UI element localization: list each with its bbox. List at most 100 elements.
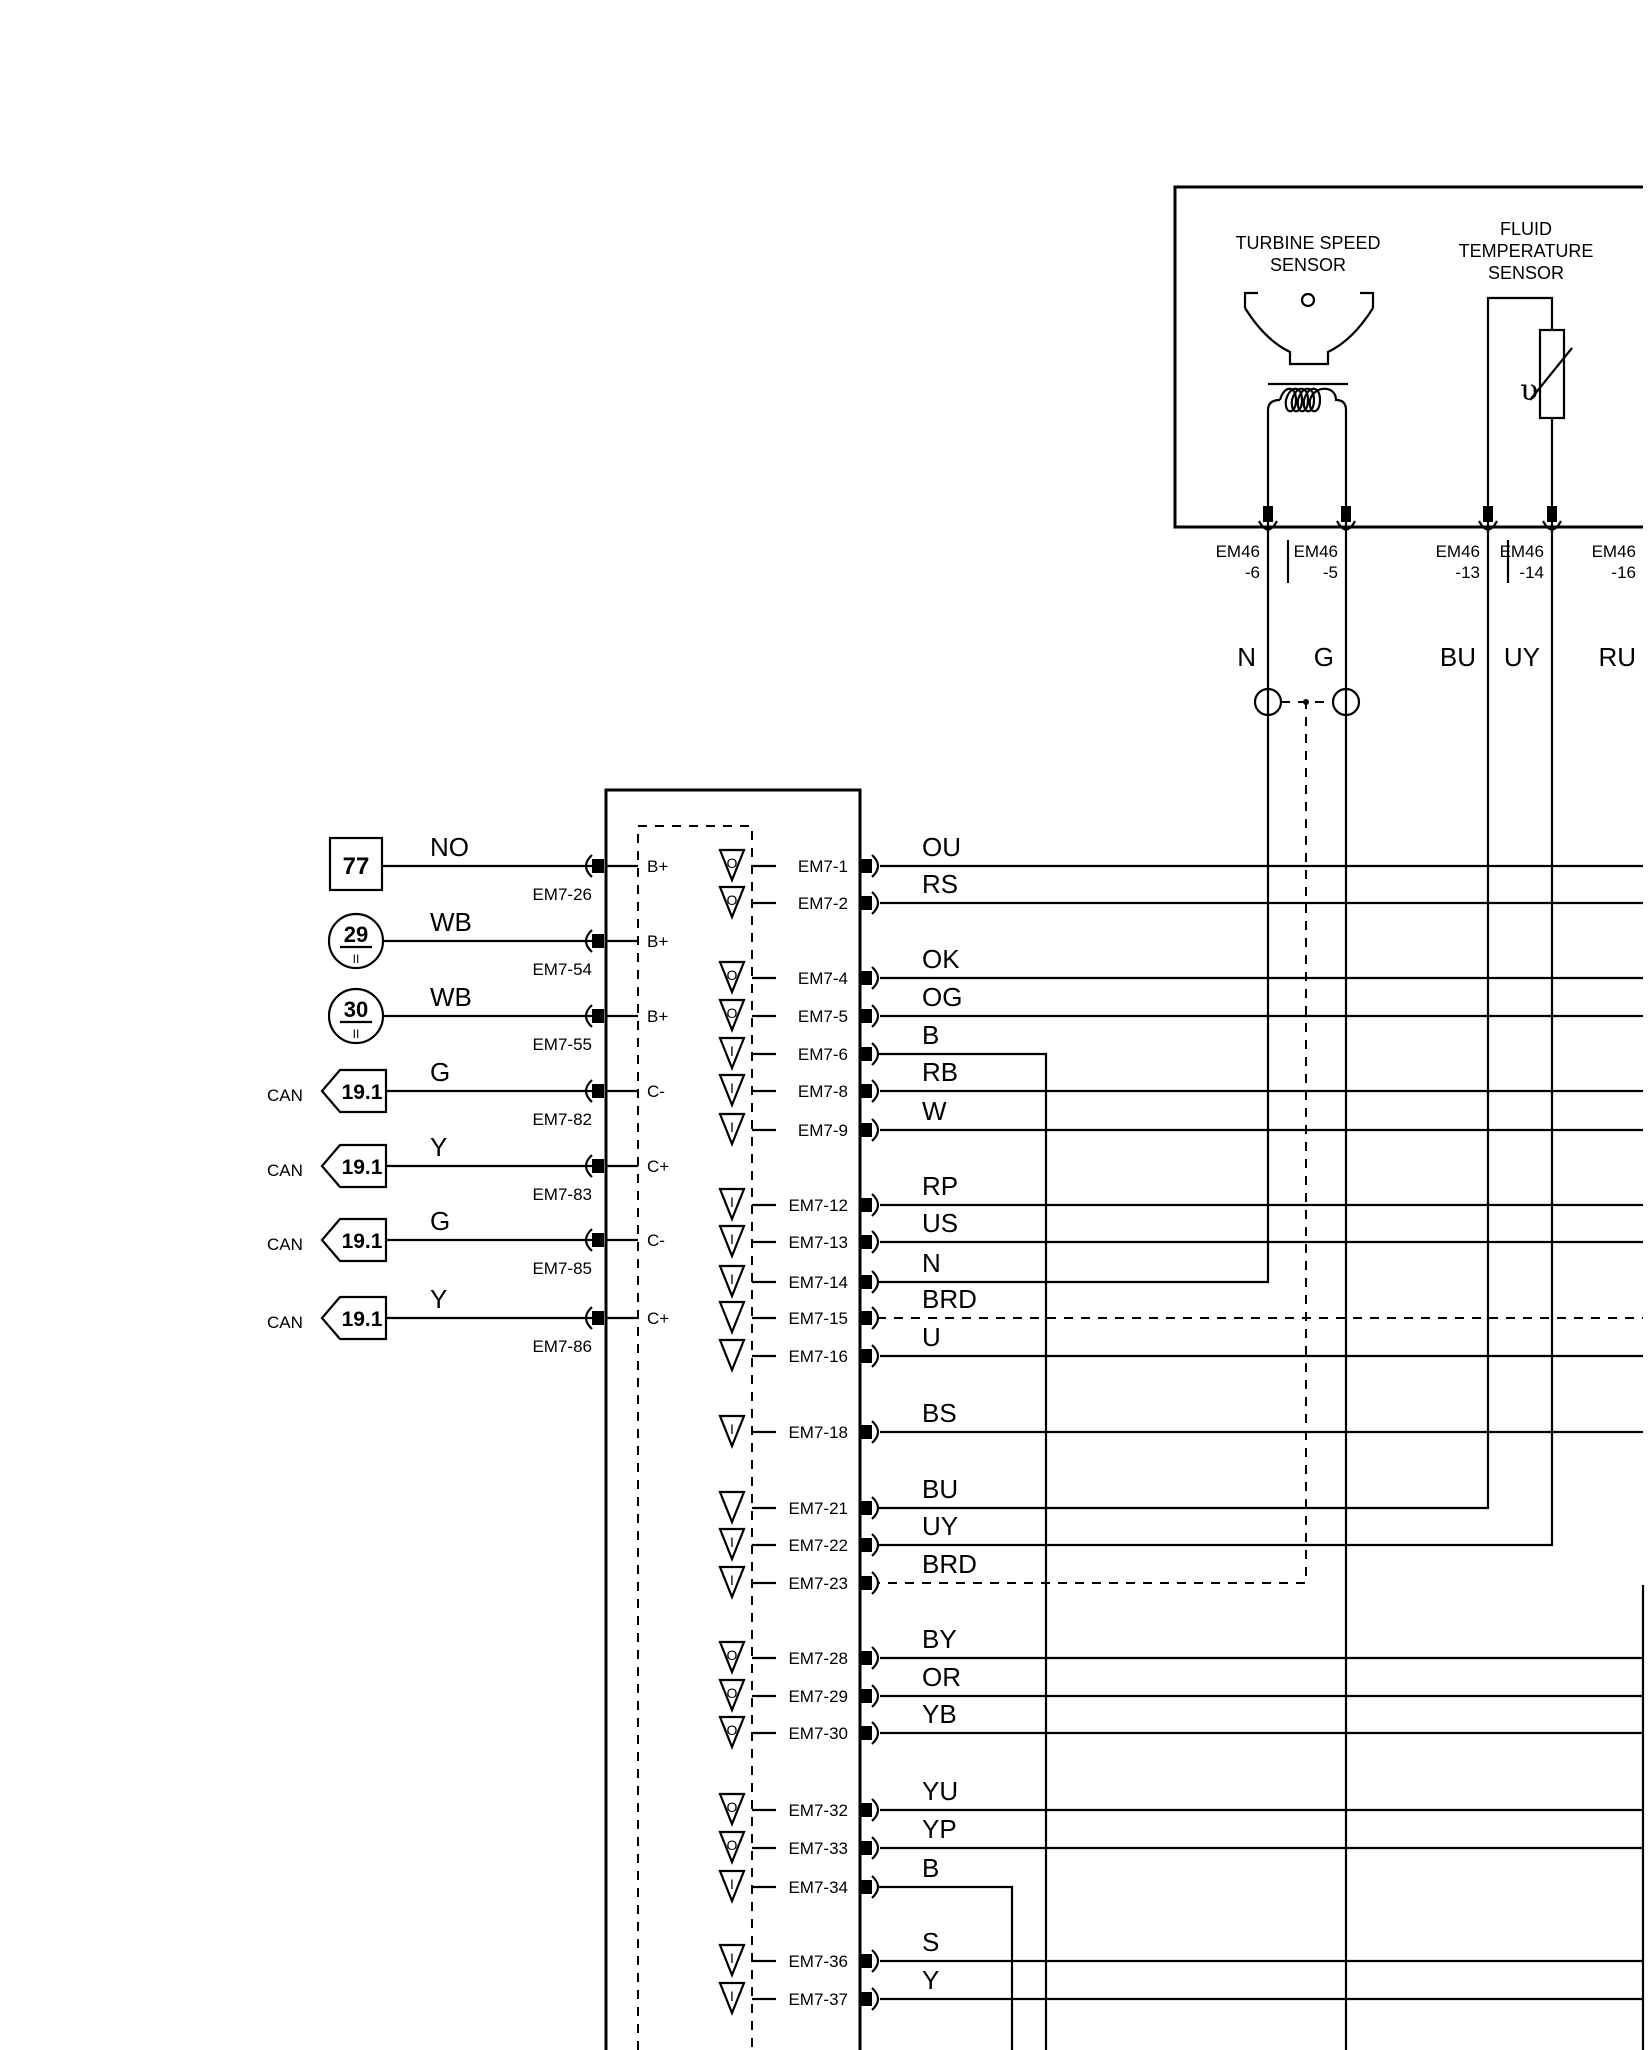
ref-number: 77 xyxy=(343,853,370,880)
right-pin-label: EM7-23 xyxy=(788,1574,848,1593)
pin-type-triangle-icon xyxy=(718,1187,746,1222)
pin-io-mark: O xyxy=(727,1722,738,1738)
left-pin-socket xyxy=(584,1154,593,1178)
pin-type-triangle-icon xyxy=(718,1715,746,1750)
wire-n-run xyxy=(877,518,1270,1284)
right-pin-label: EM7-5 xyxy=(798,1007,848,1026)
right-pin-label: EM7-8 xyxy=(798,1082,848,1101)
em46-wire-color: N xyxy=(1237,642,1256,672)
em46-label-bottom: -13 xyxy=(1455,563,1480,582)
right-pin-block xyxy=(860,1726,872,1740)
left-pin-block xyxy=(592,859,604,873)
left-pin-label: EM7-86 xyxy=(532,1337,592,1356)
pin-type-triangle-icon xyxy=(718,1338,746,1373)
left-input-group: 77NOEM7-26B+29IIWBEM7-54B+30IIWBEM7-55B+… xyxy=(267,832,669,1356)
pin-type-triangle-icon xyxy=(718,1869,746,1904)
right-pin-label: EM7-28 xyxy=(788,1649,848,1668)
wire-b-return-1 xyxy=(877,1052,1048,2050)
left-pin-label: EM7-83 xyxy=(532,1185,592,1204)
right-wire-color: OK xyxy=(922,944,960,974)
wire-bu-run xyxy=(877,518,1490,1510)
pin-type-triangle-icon xyxy=(718,1830,746,1865)
pin-type-triangle-icon xyxy=(718,1678,746,1713)
ref-number: 19.1 xyxy=(342,1081,383,1104)
right-pin-label: EM7-9 xyxy=(798,1121,848,1140)
screen-wire-run xyxy=(877,700,1307,1584)
em46-label-bottom: -6 xyxy=(1245,563,1260,582)
right-pin-socket xyxy=(871,1079,880,1103)
left-pin-label: EM7-85 xyxy=(532,1259,592,1278)
ref-arrow xyxy=(320,1143,388,1189)
fluid-title-line-1: FLUID xyxy=(1500,219,1552,239)
right-pin-block xyxy=(860,1235,872,1249)
left-pin-symbol: C- xyxy=(647,1231,665,1250)
left-pin-symbol: B+ xyxy=(647,857,668,876)
right-pin-block xyxy=(860,1275,872,1289)
left-pin-block xyxy=(592,1311,604,1325)
right-pin-label: EM7-37 xyxy=(788,1990,848,2009)
left-pin-symbol: C+ xyxy=(647,1309,669,1328)
em46-pin-block xyxy=(1341,506,1351,522)
em46-wire-color: RU xyxy=(1598,642,1636,672)
em46-label-top: EM46 xyxy=(1500,542,1544,561)
em46-label-top: EM46 xyxy=(1436,542,1480,561)
right-wire-color: OR xyxy=(922,1662,961,1692)
em46-pin-block xyxy=(1547,506,1557,522)
right-wire-color: YP xyxy=(922,1814,957,1844)
pin-io-mark: O xyxy=(727,1647,738,1663)
pin-type-triangle-icon xyxy=(718,1073,746,1108)
ref-sub: II xyxy=(353,1027,360,1041)
ref-number: 29 xyxy=(344,922,368,947)
right-pin-socket xyxy=(871,1798,880,1822)
right-pin-block xyxy=(860,1803,872,1817)
em46-wire-color: G xyxy=(1314,642,1334,672)
right-pin-socket xyxy=(871,891,880,915)
ref-arrow xyxy=(320,1068,388,1114)
right-wire-color: W xyxy=(922,1096,947,1126)
right-pin-block xyxy=(860,1349,872,1363)
right-pin-block xyxy=(860,1198,872,1212)
pin-type-triangle-icon xyxy=(718,1792,746,1827)
pin-type-triangle-icon xyxy=(718,960,746,995)
left-pin-label: EM7-26 xyxy=(532,885,592,904)
right-pin-block xyxy=(860,1425,872,1439)
pin-io-mark: I xyxy=(730,1119,734,1135)
em46-label-bottom: -16 xyxy=(1611,563,1636,582)
em46-connector-labels: EM46-6NEM46-5GEM46-13BUEM46-14UYEM46-16R… xyxy=(1216,540,1636,672)
left-pin-symbol: C+ xyxy=(647,1157,669,1176)
pin-io-mark: I xyxy=(730,1080,734,1096)
right-wire-color: BRD xyxy=(922,1549,977,1579)
ref-number: 19.1 xyxy=(342,1308,383,1331)
transmission-component-box: TURBINE SPEED SENSOR FLUID TEMPERATURE S… xyxy=(1173,185,1643,672)
left-wire-color: G xyxy=(430,1206,450,1236)
right-pin-block xyxy=(860,971,872,985)
fluid-title-line-3: SENSOR xyxy=(1488,263,1564,283)
ref-prefix: CAN xyxy=(267,1161,303,1180)
right-pin-label: EM7-18 xyxy=(788,1423,848,1442)
pin-io-mark: I xyxy=(730,1194,734,1210)
shield-junction xyxy=(1303,699,1309,705)
right-pin-block xyxy=(860,1538,872,1552)
left-pin-block xyxy=(592,1084,604,1098)
right-pin-label: EM7-32 xyxy=(788,1801,848,1820)
pin-io-mark: O xyxy=(727,1685,738,1701)
right-pin-label: EM7-4 xyxy=(798,969,848,988)
pin-io-mark: I xyxy=(730,1572,734,1588)
left-wire-color: Y xyxy=(430,1132,447,1162)
